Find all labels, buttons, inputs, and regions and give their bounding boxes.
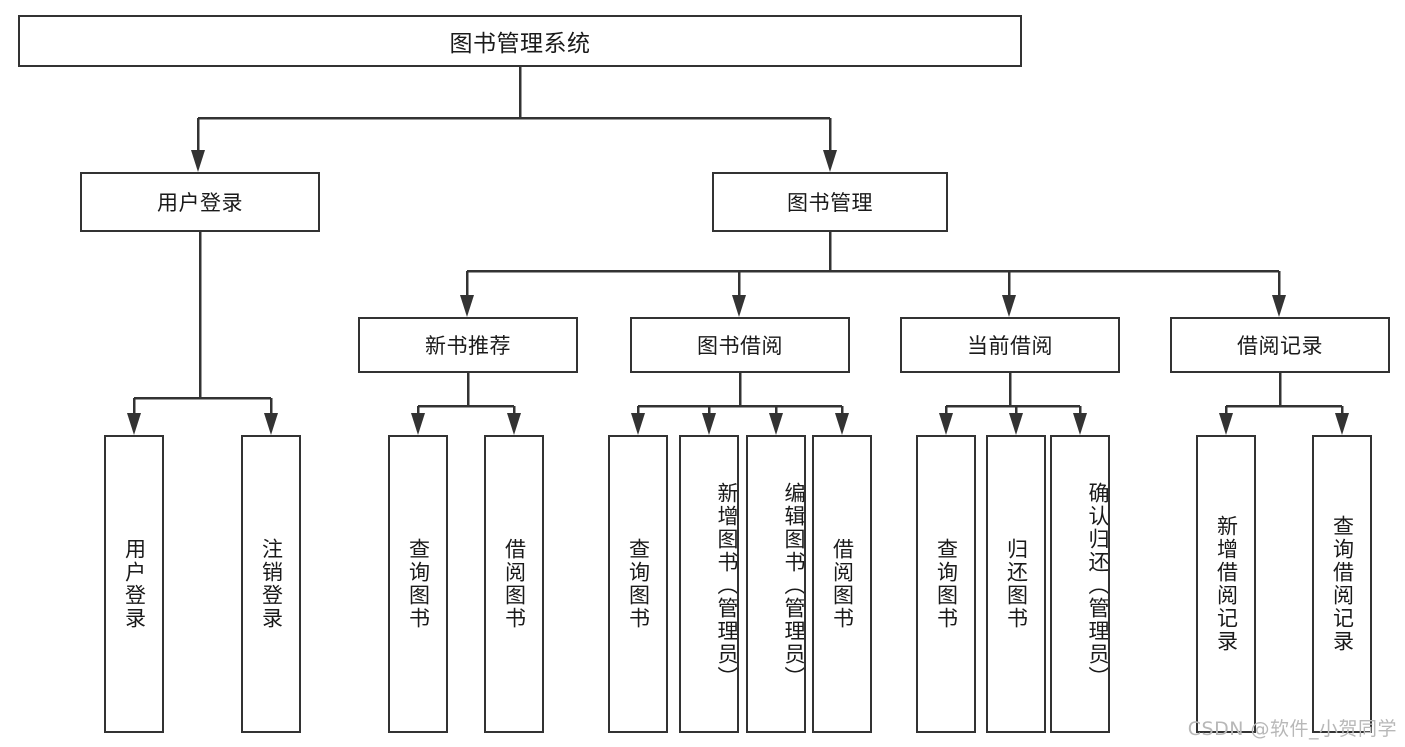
conn-bookborrow-to-leaves-arrowhead-0 <box>631 413 645 435</box>
node-label-leaf-return-book: 归还图书 <box>1004 538 1029 630</box>
node-leaf-query-book-2[interactable]: 查询图书 <box>608 435 668 733</box>
node-current-borrow[interactable]: 当前借阅 <box>900 317 1120 373</box>
node-leaf-query-book-3[interactable]: 查询图书 <box>916 435 976 733</box>
conn-userlogin-to-leaves-arrowhead-0 <box>127 413 141 435</box>
node-label-leaf-add-borrow-record: 新增借阅记录 <box>1214 515 1239 653</box>
node-label-user-login: 用户登录 <box>157 191 243 215</box>
conn-currentborrow-to-leaves-arrowhead-0 <box>939 413 953 435</box>
node-book-borrow[interactable]: 图书借阅 <box>630 317 850 373</box>
node-leaf-confirm-return-admin[interactable]: 确认归还（管理员） <box>1050 435 1110 733</box>
conn-bookborrow-to-leaves-arrowhead-1 <box>702 413 716 435</box>
node-label-root: 图书管理系统 <box>449 31 591 57</box>
node-label-leaf-query-book-3: 查询图书 <box>934 538 959 630</box>
conn-newbookrec-to-leaves-arrowhead-1 <box>507 413 521 435</box>
node-label-leaf-borrow-book-2: 借阅图书 <box>830 538 855 630</box>
conn-bookmanage-to-level3-arrowhead-2 <box>1002 295 1016 317</box>
node-leaf-user-login[interactable]: 用户登录 <box>104 435 164 733</box>
node-root[interactable]: 图书管理系统 <box>18 15 1022 67</box>
node-leaf-query-book-1[interactable]: 查询图书 <box>388 435 448 733</box>
node-new-book-rec[interactable]: 新书推荐 <box>358 317 578 373</box>
node-label-book-manage: 图书管理 <box>787 191 873 215</box>
node-label-book-borrow: 图书借阅 <box>697 334 783 358</box>
node-leaf-query-borrow-record[interactable]: 查询借阅记录 <box>1312 435 1372 733</box>
conn-newbookrec-to-leaves-arrowhead-0 <box>411 413 425 435</box>
node-label-leaf-user-login: 用户登录 <box>122 538 147 630</box>
conn-borrowrecord-to-leaves-arrowhead-1 <box>1335 413 1349 435</box>
node-leaf-add-borrow-record[interactable]: 新增借阅记录 <box>1196 435 1256 733</box>
node-label-new-book-rec: 新书推荐 <box>425 334 511 358</box>
node-label-leaf-user-logout: 注销登录 <box>259 538 284 630</box>
conn-bookmanage-to-level3-arrowhead-1 <box>732 295 746 317</box>
node-leaf-borrow-book-1[interactable]: 借阅图书 <box>484 435 544 733</box>
node-label-leaf-confirm-return-admin: 确认归还（管理员） <box>1086 481 1108 689</box>
node-leaf-add-book-admin[interactable]: 新增图书（管理员） <box>679 435 739 733</box>
conn-currentborrow-to-leaves-arrowhead-2 <box>1073 413 1087 435</box>
node-label-leaf-borrow-book-1: 借阅图书 <box>502 538 527 630</box>
watermark-text: CSDN @软件_小贺同学 <box>1187 718 1397 740</box>
node-leaf-return-book[interactable]: 归还图书 <box>986 435 1046 733</box>
node-book-manage[interactable]: 图书管理 <box>712 172 948 232</box>
node-leaf-borrow-book-2[interactable]: 借阅图书 <box>812 435 872 733</box>
conn-bookborrow-to-leaves-arrowhead-3 <box>835 413 849 435</box>
node-leaf-edit-book-admin[interactable]: 编辑图书（管理员） <box>746 435 806 733</box>
node-label-leaf-add-book-admin: 新增图书（管理员） <box>715 481 737 689</box>
conn-root-to-level2-arrowhead-0 <box>191 150 205 172</box>
conn-bookmanage-to-level3-arrowhead-0 <box>460 295 474 317</box>
node-label-leaf-query-borrow-record: 查询借阅记录 <box>1330 515 1355 653</box>
conn-bookborrow-to-leaves-arrowhead-2 <box>769 413 783 435</box>
conn-borrowrecord-to-leaves-arrowhead-0 <box>1219 413 1233 435</box>
node-user-login[interactable]: 用户登录 <box>80 172 320 232</box>
node-label-leaf-edit-book-admin: 编辑图书（管理员） <box>782 481 804 689</box>
node-borrow-record[interactable]: 借阅记录 <box>1170 317 1390 373</box>
conn-currentborrow-to-leaves-arrowhead-1 <box>1009 413 1023 435</box>
conn-userlogin-to-leaves-arrowhead-1 <box>264 413 278 435</box>
conn-bookmanage-to-level3-arrowhead-3 <box>1272 295 1286 317</box>
node-label-leaf-query-book-1: 查询图书 <box>406 538 431 630</box>
node-label-leaf-query-book-2: 查询图书 <box>626 538 651 630</box>
node-leaf-user-logout[interactable]: 注销登录 <box>241 435 301 733</box>
node-label-current-borrow: 当前借阅 <box>967 334 1053 358</box>
conn-root-to-level2-arrowhead-1 <box>823 150 837 172</box>
node-label-borrow-record: 借阅记录 <box>1237 334 1323 358</box>
